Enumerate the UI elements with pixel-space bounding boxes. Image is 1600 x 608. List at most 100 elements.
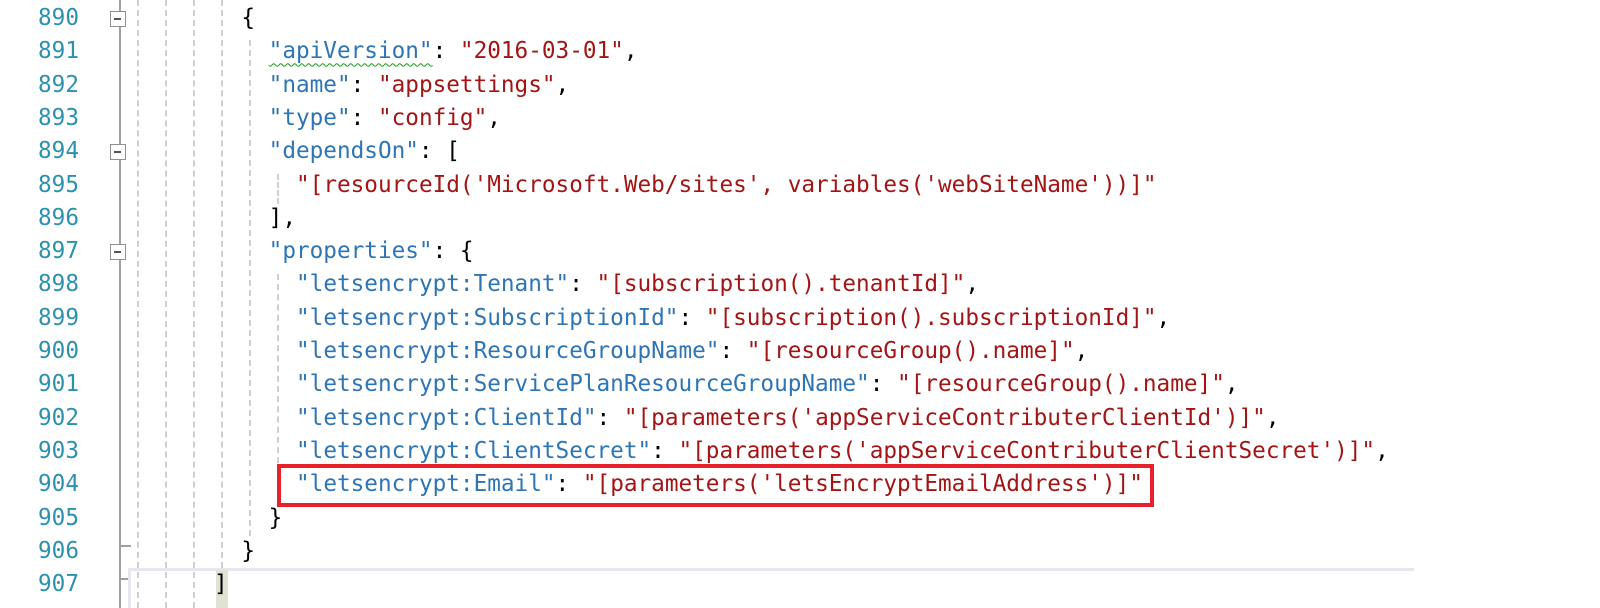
json-key: "letsencrypt:ClientSecret" bbox=[296, 437, 652, 464]
json-string: "[parameters('appServiceContributerClien… bbox=[623, 404, 1266, 431]
json-key: "letsencrypt:SubscriptionId" bbox=[296, 304, 679, 331]
json-punctuation: { bbox=[241, 5, 255, 31]
code-line[interactable]: "letsencrypt:SubscriptionId": "[subscrip… bbox=[296, 302, 1170, 335]
indent-guide bbox=[165, 0, 167, 608]
code-line[interactable]: "letsencrypt:ResourceGroupName": "[resou… bbox=[296, 335, 1088, 368]
collapse-icon[interactable] bbox=[110, 11, 126, 27]
json-punctuation: : bbox=[719, 338, 747, 364]
json-key: "letsencrypt:Email" bbox=[296, 471, 556, 498]
code-line[interactable]: "name": "appsettings", bbox=[269, 69, 570, 102]
outline-margin bbox=[119, 0, 121, 608]
line-number: 905 bbox=[38, 504, 79, 531]
json-punctuation: : [ bbox=[418, 138, 460, 165]
json-string: "[subscription().subscriptionId]" bbox=[705, 304, 1157, 331]
collapse-icon[interactable] bbox=[110, 244, 126, 261]
json-punctuation: : bbox=[350, 104, 378, 131]
json-punctuation: , bbox=[555, 71, 570, 98]
line-number: 900 bbox=[38, 338, 79, 364]
json-punctuation: ] bbox=[214, 571, 228, 598]
line-number: 892 bbox=[38, 71, 79, 98]
current-line-highlight bbox=[128, 568, 1414, 608]
json-punctuation: , bbox=[487, 104, 501, 131]
json-punctuation: : bbox=[869, 371, 898, 398]
code-line[interactable]: "type": "config", bbox=[269, 102, 501, 135]
json-key: "letsencrypt:ResourceGroupName" bbox=[296, 338, 720, 364]
line-number: 898 bbox=[38, 271, 79, 298]
code-line[interactable]: "letsencrypt:Tenant": "[subscription().t… bbox=[296, 268, 979, 301]
json-punctuation: : bbox=[350, 71, 378, 98]
code-line[interactable]: } bbox=[269, 502, 283, 535]
code-line[interactable]: "letsencrypt:ServicePlanResourceGroupNam… bbox=[296, 368, 1239, 401]
json-punctuation: , bbox=[623, 38, 638, 65]
json-string: "2016-03-01" bbox=[459, 38, 624, 65]
json-punctuation: } bbox=[268, 504, 283, 531]
line-number: 895 bbox=[38, 171, 79, 198]
code-line[interactable]: ], bbox=[269, 202, 296, 235]
line-number: 906 bbox=[38, 537, 79, 564]
json-key: "letsencrypt:ClientId" bbox=[296, 404, 597, 431]
json-punctuation: : bbox=[555, 471, 583, 498]
json-punctuation: : bbox=[678, 304, 706, 331]
json-punctuation: : bbox=[651, 437, 679, 464]
json-key: "type" bbox=[268, 104, 351, 131]
json-string: "[resourceGroup().name]" bbox=[746, 338, 1075, 364]
fold-end-marker bbox=[119, 578, 131, 580]
line-number: 891 bbox=[38, 38, 79, 65]
indent-guide bbox=[277, 274, 279, 504]
json-punctuation: } bbox=[241, 537, 255, 564]
line-number: 899 bbox=[38, 304, 79, 331]
json-string: "[resourceId('Microsoft.Web/sites', vari… bbox=[296, 171, 1157, 198]
code-line[interactable]: ] bbox=[214, 568, 228, 601]
line-number: 893 bbox=[38, 104, 79, 131]
json-string: "appsettings" bbox=[377, 71, 556, 98]
line-number: 890 bbox=[38, 5, 79, 31]
line-number: 896 bbox=[38, 204, 79, 231]
code-line[interactable]: "letsencrypt:ClientSecret": "[parameters… bbox=[296, 435, 1389, 468]
json-punctuation: , bbox=[1156, 304, 1171, 331]
line-number: 907 bbox=[38, 571, 79, 598]
indent-guide bbox=[193, 0, 195, 608]
json-punctuation: : bbox=[432, 38, 460, 65]
code-line[interactable]: "letsencrypt:ClientId": "[parameters('ap… bbox=[296, 402, 1279, 435]
json-punctuation: : bbox=[596, 404, 624, 431]
json-punctuation: , bbox=[1265, 404, 1280, 431]
code-line[interactable]: { bbox=[241, 2, 255, 35]
json-string: "[parameters('letsEncryptEmailAddress')]… bbox=[582, 471, 1143, 498]
code-line[interactable]: "apiVersion": "2016-03-01", bbox=[269, 35, 638, 68]
json-punctuation: , bbox=[1224, 371, 1239, 398]
indent-guide bbox=[277, 174, 279, 204]
brace-match-highlight bbox=[216, 570, 228, 608]
code-line[interactable]: "dependsOn": [ bbox=[269, 135, 460, 168]
line-number: 903 bbox=[38, 437, 79, 464]
code-line[interactable]: "letsencrypt:Email": "[parameters('letsE… bbox=[296, 468, 1143, 501]
json-string: "[resourceGroup().name]" bbox=[897, 371, 1225, 398]
json-key: "apiVersion" bbox=[268, 38, 433, 65]
json-punctuation: , bbox=[1375, 437, 1389, 464]
json-punctuation: ], bbox=[268, 204, 296, 231]
line-number: 897 bbox=[38, 238, 79, 265]
code-line[interactable]: "properties": { bbox=[269, 235, 474, 268]
json-punctuation: : { bbox=[432, 238, 474, 265]
line-number: 902 bbox=[38, 404, 79, 431]
highlight-annotation-box bbox=[277, 464, 1154, 507]
collapse-icon[interactable] bbox=[110, 144, 126, 161]
line-number: 894 bbox=[38, 138, 79, 165]
json-punctuation: , bbox=[1074, 338, 1089, 364]
json-key: "letsencrypt:ServicePlanResourceGroupNam… bbox=[296, 371, 870, 398]
json-punctuation: , bbox=[965, 271, 979, 298]
json-string: "[parameters('appServiceContributerClien… bbox=[678, 437, 1376, 464]
json-string: "config" bbox=[377, 104, 488, 131]
fold-end-marker bbox=[119, 545, 131, 547]
json-key: "dependsOn" bbox=[268, 138, 419, 165]
line-number: 901 bbox=[38, 371, 79, 398]
indent-guide bbox=[221, 0, 223, 568]
line-number: 904 bbox=[38, 471, 79, 498]
json-key: "letsencrypt:Tenant" bbox=[296, 271, 570, 298]
code-line[interactable]: } bbox=[241, 535, 255, 568]
code-line[interactable]: "[resourceId('Microsoft.Web/sites', vari… bbox=[296, 169, 1157, 202]
json-key: "properties" bbox=[268, 238, 433, 265]
json-punctuation: : bbox=[569, 271, 597, 298]
indent-guide bbox=[249, 40, 251, 536]
json-key: "name" bbox=[268, 71, 351, 98]
json-string: "[subscription().tenantId]" bbox=[596, 271, 966, 298]
